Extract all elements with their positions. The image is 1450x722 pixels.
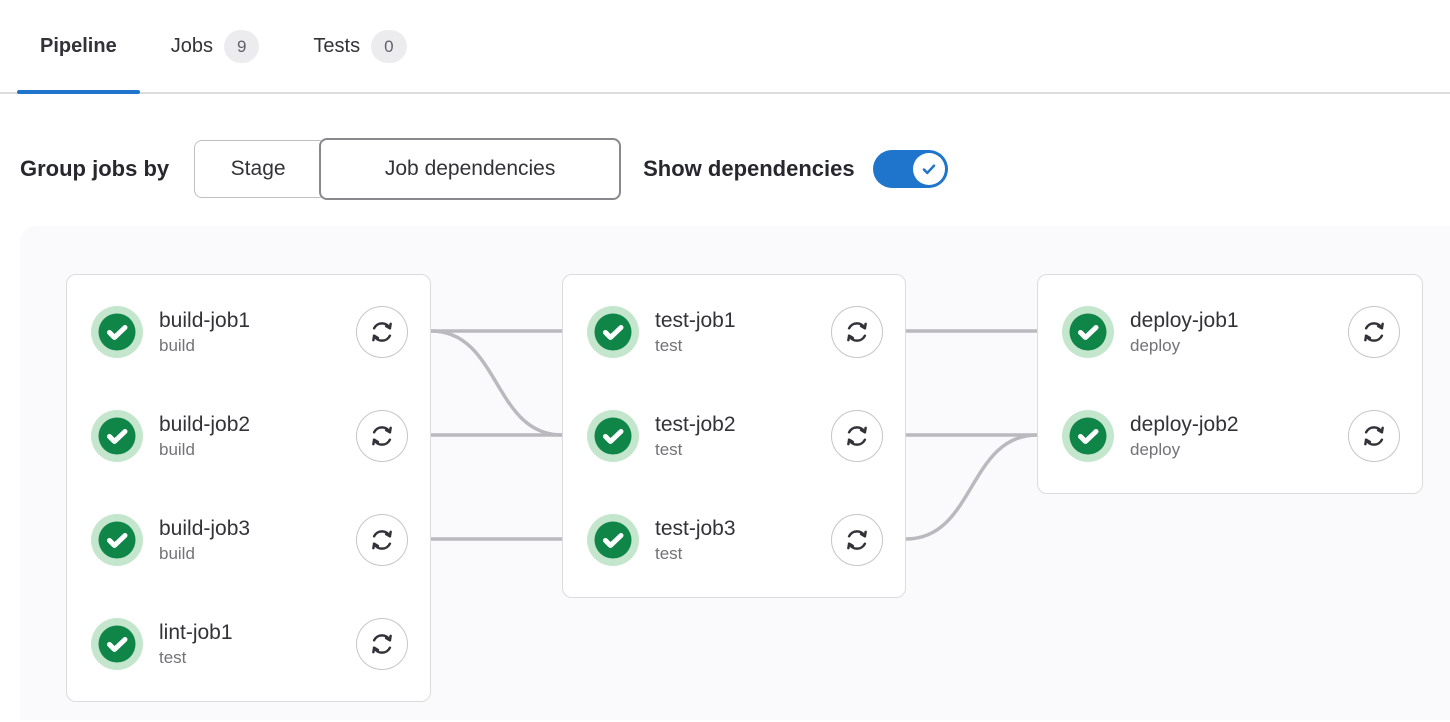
job-row: test-job1 test xyxy=(563,280,905,384)
status-success-icon xyxy=(91,514,143,566)
retry-icon xyxy=(372,322,392,342)
job-stage-label: test xyxy=(655,544,683,563)
retry-icon xyxy=(847,426,867,446)
tab-pipeline[interactable]: Pipeline xyxy=(17,0,140,94)
tab-pipeline-label: Pipeline xyxy=(40,34,117,57)
retry-icon xyxy=(372,634,392,654)
status-success-icon xyxy=(587,306,639,358)
group-by-stage-button[interactable]: Stage xyxy=(194,140,322,198)
retry-icon xyxy=(847,530,867,550)
job-name-link[interactable]: test-job1 xyxy=(655,309,736,332)
status-success-icon xyxy=(587,514,639,566)
status-success-icon xyxy=(1062,306,1114,358)
tests-count-badge: 0 xyxy=(371,29,407,63)
retry-icon xyxy=(847,322,867,342)
job-stage-label: deploy xyxy=(1130,440,1181,459)
retry-icon xyxy=(1364,426,1384,446)
retry-job-button[interactable] xyxy=(356,618,408,670)
show-dependencies-label: Show dependencies xyxy=(643,156,855,181)
job-name-link[interactable]: build-job1 xyxy=(159,309,251,332)
tab-tests[interactable]: Tests 0 xyxy=(290,0,429,92)
job-stage-label: build xyxy=(159,544,195,563)
check-icon xyxy=(922,164,935,175)
job-stage-label: test xyxy=(655,336,683,355)
retry-job-button[interactable] xyxy=(356,410,408,462)
job-stage-label: build xyxy=(159,440,195,459)
job-name-link[interactable]: lint-job1 xyxy=(159,621,233,644)
retry-job-button[interactable] xyxy=(356,306,408,358)
retry-icon xyxy=(372,530,392,550)
jobs-count-badge: 9 xyxy=(223,29,260,63)
toggle-knob xyxy=(912,153,945,185)
retry-job-button[interactable] xyxy=(831,410,883,462)
status-success-icon xyxy=(587,410,639,462)
job-name-link[interactable]: test-job3 xyxy=(655,517,736,540)
job-stage-label: build xyxy=(159,336,195,355)
retry-icon xyxy=(372,426,392,446)
tab-tests-label: Tests xyxy=(313,34,361,57)
group-by-job-dependencies-button[interactable]: Job dependencies xyxy=(319,138,622,200)
retry-icon xyxy=(1364,322,1384,342)
tab-jobs[interactable]: Jobs 9 xyxy=(148,0,283,92)
tab-jobs-label: Jobs xyxy=(170,34,213,57)
graph-controls: Group jobs by Stage Job dependencies Sho… xyxy=(20,138,1430,200)
status-success-icon xyxy=(91,306,143,358)
job-row: build-job3 build xyxy=(67,488,430,592)
retry-job-button[interactable] xyxy=(1348,306,1400,358)
dependency-link xyxy=(905,433,1038,541)
job-row: lint-job1 test xyxy=(67,592,430,696)
job-name-link[interactable]: build-job3 xyxy=(159,517,251,540)
job-name-link[interactable]: deploy-job2 xyxy=(1130,413,1239,436)
job-group-card: test-job1 test test-job2 test test-job3 test xyxy=(562,274,906,598)
status-success-icon xyxy=(1062,410,1114,462)
job-stage-label: test xyxy=(159,648,187,667)
group-jobs-by-label: Group jobs by xyxy=(20,156,170,181)
dependency-links-layer xyxy=(430,329,1038,541)
job-row: deploy-job1 deploy xyxy=(1038,280,1422,384)
job-row: build-job2 build xyxy=(67,384,430,488)
group-by-segmented-control: Stage Job dependencies xyxy=(194,138,622,200)
retry-job-button[interactable] xyxy=(1348,410,1400,462)
job-name-link[interactable]: deploy-job1 xyxy=(1130,309,1239,332)
job-row: test-job3 test xyxy=(563,488,905,592)
dependency-link xyxy=(430,329,563,437)
job-row: test-job2 test xyxy=(563,384,905,488)
job-stage-label: test xyxy=(655,440,683,459)
retry-job-button[interactable] xyxy=(831,306,883,358)
job-row: build-job1 build xyxy=(67,280,430,384)
pipeline-tabs: Pipeline Jobs 9 Tests 0 xyxy=(0,0,1450,94)
retry-job-button[interactable] xyxy=(356,514,408,566)
job-name-link[interactable]: build-job2 xyxy=(159,413,251,436)
job-stage-label: deploy xyxy=(1130,336,1181,355)
show-dependencies-toggle[interactable] xyxy=(872,150,948,188)
status-success-icon xyxy=(91,410,143,462)
job-row: deploy-job2 deploy xyxy=(1038,384,1422,488)
retry-job-button[interactable] xyxy=(831,514,883,566)
status-success-icon xyxy=(91,618,143,670)
job-group-card: deploy-job1 deploy deploy-job2 deploy xyxy=(1037,274,1423,494)
job-name-link[interactable]: test-job2 xyxy=(655,413,736,436)
